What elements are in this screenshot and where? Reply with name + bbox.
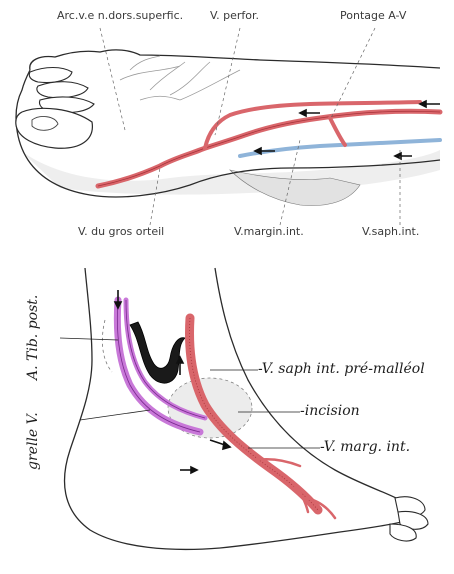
top-blue-vein: [240, 140, 440, 156]
label-posterior-tibial-artery: A. Tib. post.: [26, 295, 40, 380]
label-incision: -incision: [300, 404, 360, 418]
top-foot-figure: [16, 28, 440, 225]
top-big-toe: [16, 108, 93, 148]
label-saphenous-int-top: V.saph.int.: [362, 226, 419, 237]
label-great-toe-vein: V. du gros orteil: [78, 226, 164, 237]
label-marginal-int-vein-bottom: -V. marg. int.: [320, 440, 410, 454]
top-toe-2: [37, 82, 88, 98]
top-foot-shadow: [20, 150, 440, 195]
bottom-posterior-dashed-region: [102, 320, 112, 372]
label-perforator-vein: V. perfor.: [210, 10, 259, 21]
top-pontage-link: [330, 118, 345, 145]
top-toe-1: [29, 68, 72, 83]
bottom-sole-outline: [220, 520, 410, 548]
label-arc-dorsal: Arc.v.e n.dors.superfic.: [57, 10, 183, 21]
bottom-ankle-figure: [60, 268, 428, 549]
label-grelle-vein: grelle V.: [26, 412, 40, 470]
top-superficial-veins: [120, 56, 240, 100]
label-marginal-int-vein-top: V.margin.int.: [234, 226, 304, 237]
bottom-toes: [390, 497, 428, 541]
label-pontage-av: Pontage A-V: [340, 10, 406, 21]
bottom-saphenous-vein: [190, 318, 318, 510]
label-saphenous-premalleolar: -V. saph int. pré-malléol: [258, 362, 425, 376]
bottom-leg-outline-anterior: [215, 268, 400, 500]
